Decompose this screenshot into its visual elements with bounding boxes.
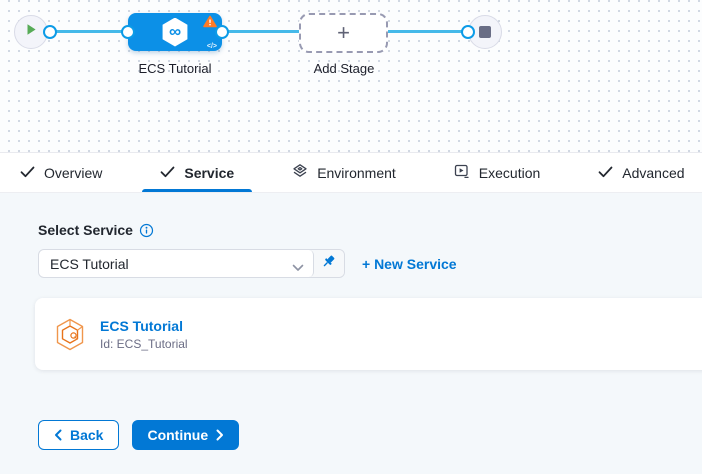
plus-icon: +: [337, 20, 350, 45]
cd-stage-icon: ∞: [162, 17, 188, 47]
new-service-link[interactable]: + New Service: [362, 255, 457, 272]
footer-buttons: Back Continue: [38, 420, 702, 450]
service-card[interactable]: ECS Tutorial Id: ECS_Tutorial: [35, 298, 702, 370]
pipeline-connector-line: [46, 30, 470, 33]
add-stage-label: Add Stage: [313, 61, 375, 76]
tab-label: Environment: [317, 164, 396, 181]
pin-button[interactable]: [314, 250, 344, 277]
warning-icon: [203, 15, 217, 28]
pipeline-start-node[interactable]: [14, 15, 48, 49]
tab-label: Overview: [44, 164, 103, 181]
stop-icon: [479, 26, 491, 38]
ecs-service-icon: [55, 318, 85, 351]
execution-icon: [454, 164, 470, 182]
add-stage-button[interactable]: +: [299, 13, 388, 53]
tab-environment[interactable]: Environment: [272, 153, 416, 192]
tab-advanced[interactable]: Advanced: [578, 153, 702, 192]
chevron-left-icon: [54, 429, 62, 441]
service-card-title: ECS Tutorial: [100, 317, 183, 334]
tab-execution[interactable]: Execution: [434, 153, 560, 192]
stage-label: ECS Tutorial: [138, 61, 212, 76]
tab-overview[interactable]: Overview: [0, 153, 122, 192]
port-stage-in[interactable]: [121, 25, 135, 39]
check-icon: [160, 165, 175, 181]
service-select-group: [38, 249, 345, 278]
port-start-out[interactable]: [43, 25, 57, 39]
stage-node-ecs-tutorial[interactable]: ∞ </>: [128, 13, 222, 51]
layers-icon: [292, 163, 308, 182]
service-card-id: Id: ECS_Tutorial: [100, 336, 188, 351]
tab-label: Execution: [478, 164, 541, 181]
check-icon: [598, 165, 613, 181]
play-icon: [25, 23, 37, 41]
check-icon: [20, 165, 35, 181]
service-select-input[interactable]: [39, 250, 314, 277]
port-stage-out[interactable]: [215, 25, 229, 39]
code-badge-icon: </>: [206, 43, 217, 50]
tab-label: Service: [184, 164, 235, 181]
pin-icon: [321, 254, 337, 273]
tab-service[interactable]: Service: [140, 153, 254, 192]
select-service-label: Select Service: [38, 222, 702, 238]
service-tab-panel: Select Service: [0, 193, 702, 474]
back-button[interactable]: Back: [38, 420, 120, 450]
chevron-right-icon: [216, 429, 224, 441]
stage-config-tabbar: Overview Service Environment Execution: [0, 152, 702, 193]
pipeline-canvas: ∞ </> ECS Tutorial + Add Stage: [0, 0, 702, 152]
port-end-in[interactable]: [461, 25, 475, 39]
tab-label: Advanced: [622, 164, 685, 181]
service-select-row: + New Service: [38, 249, 702, 278]
continue-button[interactable]: Continue: [132, 420, 240, 450]
info-icon[interactable]: [139, 223, 154, 238]
